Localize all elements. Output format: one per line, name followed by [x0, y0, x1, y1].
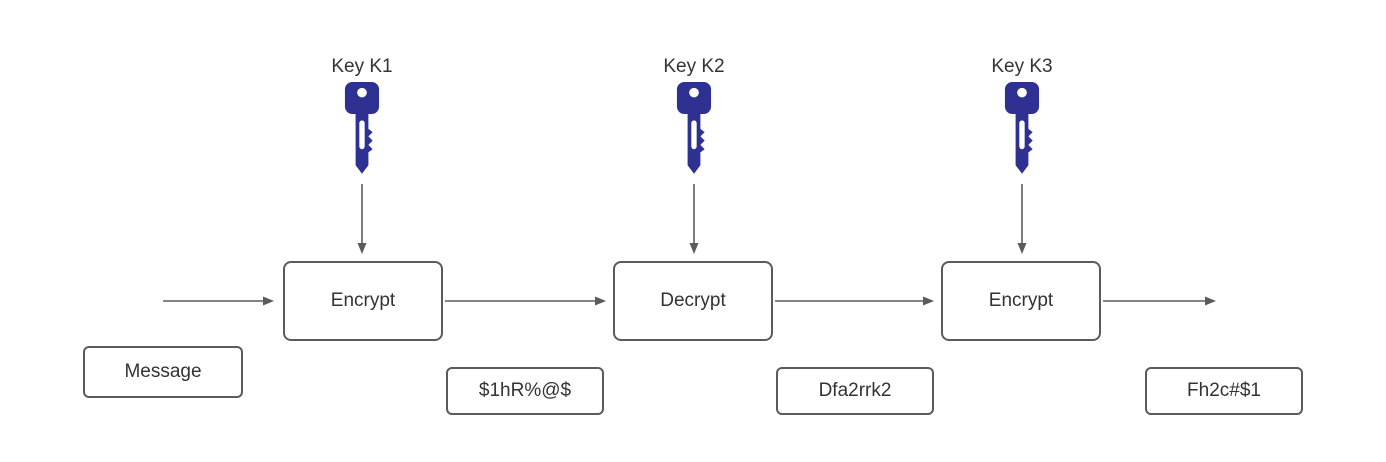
ciphertext3-box: Fh2c#$1: [1145, 367, 1303, 415]
encrypt2-label: Encrypt: [988, 290, 1054, 311]
key1-label: Key K1: [331, 56, 393, 77]
ciphertext1-label: $1hR%@$: [478, 380, 572, 401]
encrypt2-box: Encrypt: [941, 261, 1101, 341]
key3-label: Key K3: [991, 56, 1053, 77]
ciphertext3-label: Fh2c#$1: [1187, 380, 1261, 401]
decrypt-label: Decrypt: [660, 290, 726, 311]
key2-label: Key K2: [663, 56, 725, 77]
key2-icon: [676, 82, 712, 174]
ciphertext2-box: Dfa2rrk2: [776, 367, 934, 415]
ciphertext2-label: Dfa2rrk2: [818, 380, 892, 401]
message-label: Message: [124, 361, 202, 382]
decrypt-box: Decrypt: [613, 261, 773, 341]
ciphertext1-box: $1hR%@$: [446, 367, 604, 415]
message-box: Message: [83, 346, 243, 398]
key1-icon: [344, 82, 380, 174]
encrypt1-label: Encrypt: [330, 290, 396, 311]
key3-icon: [1004, 82, 1040, 174]
encrypt1-box: Encrypt: [283, 261, 443, 341]
